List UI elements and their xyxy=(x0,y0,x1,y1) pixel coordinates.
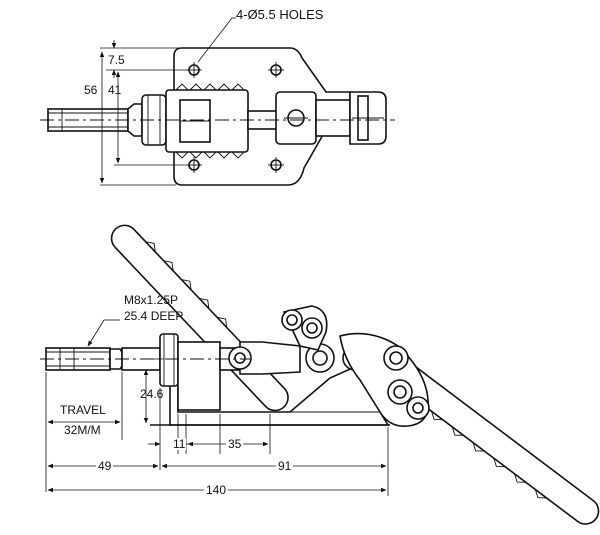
travel-label-line1: TRAVEL xyxy=(60,403,106,417)
dim-height-label: 24.6 xyxy=(140,387,164,401)
thread-spec-line1: M8x1.25P xyxy=(124,293,179,307)
holes-leader xyxy=(197,17,233,63)
mounting-holes xyxy=(186,62,284,173)
dim-91-label: 91 xyxy=(276,459,294,473)
dim-11-label: 11 xyxy=(172,437,187,451)
top-view xyxy=(40,17,395,186)
holes-label: 4-Ø5.5 HOLES xyxy=(236,7,324,22)
dim-outer-label: 56 xyxy=(84,83,98,97)
dim-49-label: 49 xyxy=(96,459,114,473)
top-base-plate xyxy=(173,47,351,186)
dim-inner-label: 41 xyxy=(108,83,122,97)
dim-35-label: 35 xyxy=(226,437,244,451)
thread-leader xyxy=(87,319,105,347)
side-bracket xyxy=(177,341,221,411)
side-view xyxy=(40,224,600,525)
thread-spec-line2: 25.4 DEEP xyxy=(124,309,184,323)
side-lock-nut xyxy=(159,333,179,387)
dim-offset-label: 7.5 xyxy=(108,53,125,67)
dim-140-label: 140 xyxy=(204,483,229,497)
travel-label-line2: 32M/M xyxy=(64,423,101,437)
